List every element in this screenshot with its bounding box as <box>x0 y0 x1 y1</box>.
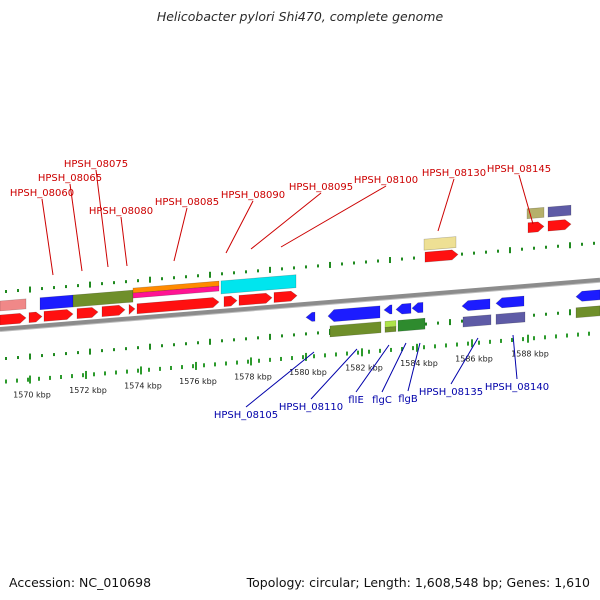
lower-leader-line <box>381 342 407 393</box>
forward-cds-arrow <box>223 295 238 307</box>
forward-cds-arrow <box>28 311 43 323</box>
upper-gene-label: HPSH_08100 <box>354 175 418 186</box>
upper-gene-label: HPSH_08085 <box>155 197 219 208</box>
lower-gene-label: flgB <box>398 394 418 405</box>
forward-cds-arrow <box>43 309 74 322</box>
lower-leader-line <box>407 342 421 392</box>
forward-cds-arrow <box>101 304 126 317</box>
reverse-cds-arrow <box>395 302 412 315</box>
lower-gene-label: HPSH_08140 <box>485 382 549 393</box>
upper-leader-line <box>225 200 254 254</box>
ruler-label: 1582 kbp <box>345 363 383 372</box>
lower-leader-line <box>450 337 479 385</box>
gene-bar-tan <box>526 207 545 220</box>
lower-gene-label: HPSH_08105 <box>214 410 278 421</box>
upper-leader-line <box>173 207 188 262</box>
upper-leader-line <box>41 198 54 276</box>
lower-gene-label: HPSH_08135 <box>419 387 483 398</box>
forward-cds-arrow <box>424 249 459 263</box>
gene-bar-khaki <box>423 236 457 251</box>
reverse-cds-arrow <box>495 295 525 309</box>
ruler-layer: 1570 kbp 1572 kbp 1574 kbp 1576 kbp 1578 kbp… <box>0 241 600 400</box>
forward-cds-arrow <box>76 307 99 320</box>
upper-leader-line <box>69 183 83 272</box>
upper-leader-line <box>250 192 322 250</box>
backbone-line <box>0 277 600 331</box>
upper-gene-label: HPSH_08075 <box>64 159 128 170</box>
ruler-label: 1586 kbp <box>455 354 493 363</box>
map-title: Helicobacter pylori Shi470, complete gen… <box>156 9 444 24</box>
gene-bar-slate <box>547 204 572 218</box>
upper-gene-label: HPSH_08130 <box>422 168 486 179</box>
lower-gene-label: HPSH_08110 <box>279 402 343 413</box>
ruler-label: 1572 kbp <box>69 386 107 395</box>
lower-leader-line <box>245 351 315 408</box>
lower-gene-label: flgC <box>372 395 392 406</box>
forward-cds-arrow <box>128 303 136 316</box>
topology-text: Topology: circular; Length: 1,608,548 bp… <box>246 575 590 590</box>
upper-gene-label: HPSH_08080 <box>89 206 153 217</box>
forward-cds-arrow <box>547 219 572 232</box>
gene-bar-olive <box>384 326 397 333</box>
upper-gene-label: HPSH_08095 <box>289 182 353 193</box>
label-layer: HPSH_08060 HPSH_08065 HPSH_08075HPSH_08080… <box>10 159 551 421</box>
forward-cds-arrow <box>238 292 273 306</box>
gene-bar-pink <box>0 298 27 312</box>
upper-leader-line <box>437 178 455 232</box>
gene-bar-cyan <box>220 274 297 295</box>
ruler-label: 1574 kbp <box>124 381 162 390</box>
gene-bar-olive <box>329 321 382 338</box>
reverse-cds-arrow <box>327 305 381 322</box>
forward-cds-arrow <box>0 313 27 326</box>
ruler-label: 1580 kbp <box>289 368 327 377</box>
lower-leader-line <box>310 348 358 400</box>
upper-leader-line <box>95 169 109 268</box>
reverse-cds-arrow <box>411 301 424 314</box>
gene-bar-slate <box>462 314 492 328</box>
upper-leader-line <box>120 216 128 267</box>
reverse-cds-arrow <box>575 289 600 302</box>
gene-bar-olive <box>72 289 134 308</box>
ruler-label: 1576 kbp <box>179 377 217 386</box>
forward-cds-arrow <box>136 297 220 315</box>
accession-text: Accession: NC_010698 <box>9 575 152 590</box>
upper-gene-label: HPSH_08065 <box>38 173 102 184</box>
lower-leader-line <box>512 334 518 380</box>
gene-bar-olive <box>575 305 600 319</box>
upper-gene-label: HPSH_08060 <box>10 188 74 199</box>
gene-bar-blue <box>39 294 74 311</box>
upper-leader-line <box>518 174 534 225</box>
upper-leader-line <box>280 185 387 248</box>
feature-layer <box>0 204 600 338</box>
upper-gene-label: HPSH_08090 <box>221 190 285 201</box>
ruler-label: 1570 kbp <box>13 391 51 400</box>
reverse-cds-arrow <box>383 304 393 315</box>
forward-cds-arrow <box>273 290 298 303</box>
forward-cds-arrow <box>527 221 545 234</box>
gene-bar-magenta <box>132 285 220 299</box>
gene-bar-slate <box>495 311 526 325</box>
ruler-label: 1588 kbp <box>511 350 549 359</box>
upper-gene-label: HPSH_08145 <box>487 164 551 175</box>
lower-gene-label: flIE <box>348 395 364 406</box>
gene-bar-green <box>397 317 426 332</box>
ruler-label: 1578 kbp <box>234 372 272 381</box>
ruler-label: 1584 kbp <box>400 359 438 368</box>
lower-leader-line <box>355 344 390 393</box>
reverse-cds-arrow <box>461 298 491 311</box>
reverse-cds-arrow <box>305 311 316 322</box>
